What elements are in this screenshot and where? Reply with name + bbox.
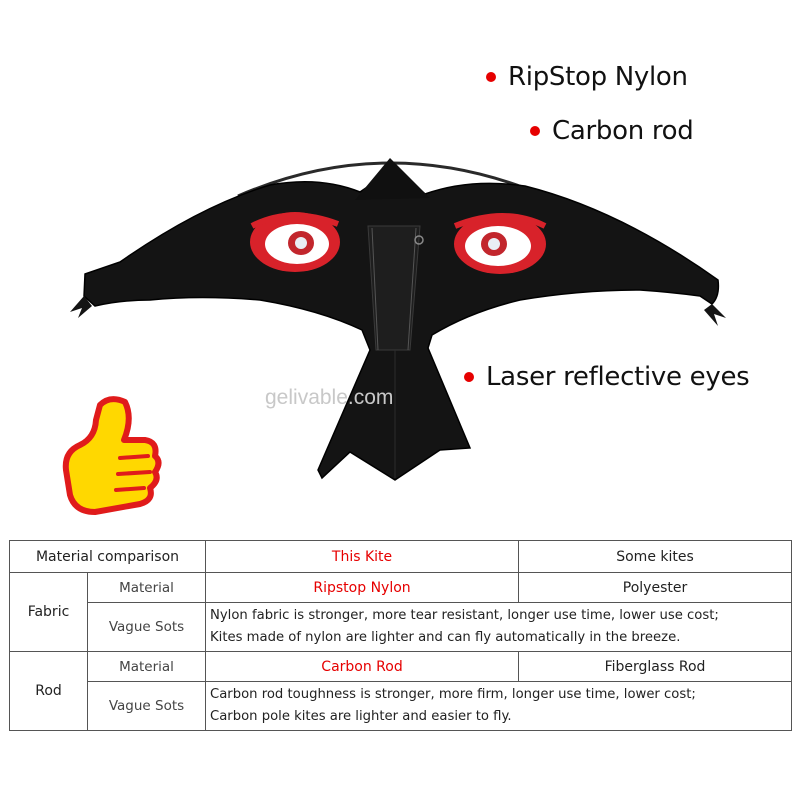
cell-other-rod: Fiberglass Rod: [518, 651, 793, 682]
cell-this-kite-fabric: Ripstop Nylon: [205, 572, 520, 603]
red-bullet-icon: [530, 126, 540, 136]
cell-this-kite-rod: Carbon Rod: [205, 651, 520, 682]
right-wingtip: [704, 304, 726, 326]
fabric-desc-line: Kites made of nylon are lighter and can …: [210, 630, 681, 645]
rod-description: Carbon rod toughness is stronger, more f…: [205, 681, 793, 731]
feature-label: RipStop Nylon: [508, 62, 688, 92]
right-eye-icon: [453, 213, 547, 274]
kite-illustration: [62, 158, 726, 515]
rod-desc-line: Carbon pole kites are lighter and easier…: [210, 709, 512, 724]
thumbs-up-icon: [62, 396, 162, 515]
fabric-description: Nylon fabric is stronger, more tear resi…: [205, 602, 793, 652]
table-row: Vague Sots Carbon rod toughness is stron…: [10, 681, 793, 731]
comparison-table: Material comparison This Kite Some kites…: [8, 540, 793, 731]
row-label-material: Material: [86, 651, 207, 682]
header-material-comparison: Material comparison: [8, 540, 207, 573]
row-label-material: Material: [86, 572, 207, 603]
table-row: Fabric Material Ripstop Nylon Polyester: [9, 572, 793, 652]
left-eye-icon: [250, 212, 340, 272]
header-this-kite: This Kite: [205, 540, 520, 573]
row-label-vague-sots: Vague Sots: [86, 602, 207, 652]
header-some-kites: Some kites: [518, 540, 793, 573]
feature-label: Carbon rod: [552, 116, 694, 146]
left-wingtip: [70, 296, 92, 318]
feature-laser-eyes: Laser reflective eyes: [464, 362, 750, 392]
watermark: gelivable.com: [265, 386, 394, 409]
feature-ripstop-nylon: RipStop Nylon: [486, 62, 688, 92]
red-bullet-icon: [486, 72, 496, 82]
product-hero: RipStop Nylon Carbon rod Laser reflectiv…: [62, 62, 750, 515]
kite-spine: [367, 225, 421, 351]
rod-desc-line: Carbon rod toughness is stronger, more f…: [210, 687, 696, 702]
cell-other-fabric: Polyester: [518, 572, 793, 603]
red-bullet-icon: [464, 372, 474, 382]
group-fabric: Fabric: [9, 572, 88, 652]
group-rod: Rod: [9, 651, 88, 731]
feature-label: Laser reflective eyes: [486, 362, 750, 392]
table-row: Vague Sots Nylon fabric is stronger, mor…: [10, 602, 793, 652]
row-label-vague-sots: Vague Sots: [86, 681, 207, 731]
table-header-row: Material comparison This Kite Some kites: [8, 540, 793, 573]
table-row: Rod Material Carbon Rod Fiberglass Rod: [9, 651, 793, 731]
kite-head: [355, 158, 430, 200]
feature-carbon-rod: Carbon rod: [530, 116, 694, 146]
fabric-desc-line: Nylon fabric is stronger, more tear resi…: [210, 608, 719, 623]
